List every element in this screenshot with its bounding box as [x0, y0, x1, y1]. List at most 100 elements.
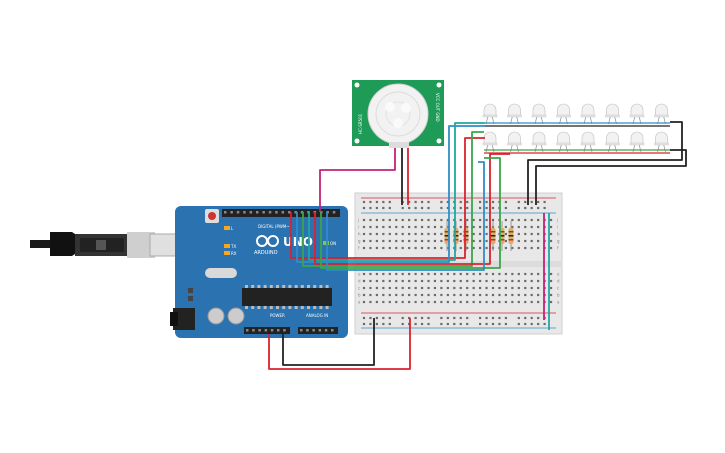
rail-hole[interactable] — [459, 316, 462, 320]
rail-hole[interactable] — [362, 316, 366, 320]
rail-hole[interactable] — [466, 206, 469, 210]
rail-hole[interactable] — [388, 206, 391, 210]
header-pin[interactable] — [306, 329, 309, 332]
rail-hole[interactable] — [466, 322, 469, 326]
header-pin[interactable] — [275, 211, 278, 214]
breadboard-hole[interactable] — [498, 300, 501, 304]
breadboard-hole[interactable] — [369, 293, 372, 297]
breadboard-hole[interactable] — [524, 300, 527, 304]
breadboard-hole[interactable] — [433, 225, 437, 229]
breadboard-hole[interactable] — [524, 246, 527, 250]
breadboard-hole[interactable] — [362, 279, 366, 283]
rail-hole[interactable] — [530, 316, 533, 320]
header-pin[interactable] — [300, 211, 304, 214]
rail-hole[interactable] — [491, 200, 495, 204]
breadboard-hole[interactable] — [511, 225, 514, 229]
rail-hole[interactable] — [446, 200, 449, 204]
breadboard-hole[interactable] — [395, 239, 398, 243]
breadboard-hole[interactable] — [414, 293, 417, 297]
rail-hole[interactable] — [479, 200, 482, 204]
breadboard-hole[interactable] — [414, 225, 417, 229]
breadboard-hole[interactable] — [369, 286, 372, 290]
header-pin[interactable] — [300, 329, 303, 332]
breadboard-hole[interactable] — [472, 293, 475, 297]
rail-hole[interactable] — [517, 316, 520, 320]
breadboard-hole[interactable] — [504, 246, 507, 250]
breadboard-hole[interactable] — [446, 218, 449, 222]
header-pin[interactable] — [312, 329, 315, 332]
breadboard-hole[interactable] — [485, 293, 488, 297]
rail-hole[interactable] — [408, 200, 411, 204]
rail-hole[interactable] — [382, 316, 385, 320]
breadboard-hole[interactable] — [433, 300, 437, 304]
breadboard-hole[interactable] — [446, 293, 449, 297]
breadboard-hole[interactable] — [511, 300, 514, 304]
breadboard-hole[interactable] — [362, 272, 366, 276]
breadboard-hole[interactable] — [511, 279, 514, 283]
rail-hole[interactable] — [524, 316, 527, 320]
breadboard-hole[interactable] — [549, 279, 553, 283]
breadboard-hole[interactable] — [504, 293, 507, 297]
rail-hole[interactable] — [388, 200, 391, 204]
breadboard-hole[interactable] — [388, 239, 391, 243]
breadboard-hole[interactable] — [530, 218, 533, 222]
breadboard-hole[interactable] — [511, 286, 514, 290]
breadboard-hole[interactable] — [382, 225, 385, 229]
breadboard-hole[interactable] — [479, 300, 482, 304]
breadboard-hole[interactable] — [395, 293, 398, 297]
rail-hole[interactable] — [498, 322, 501, 326]
rail-hole[interactable] — [369, 200, 372, 204]
rail-hole[interactable] — [485, 316, 488, 320]
breadboard-hole[interactable] — [472, 225, 475, 229]
breadboard-hole[interactable] — [479, 225, 482, 229]
breadboard-hole[interactable] — [375, 246, 378, 250]
breadboard-hole[interactable] — [440, 246, 443, 250]
rail-hole[interactable] — [491, 316, 495, 320]
header-pin[interactable] — [262, 211, 265, 214]
breadboard-hole[interactable] — [511, 293, 514, 297]
rail-hole[interactable] — [459, 200, 462, 204]
rail-hole[interactable] — [524, 206, 527, 210]
rail-hole[interactable] — [414, 322, 417, 326]
breadboard-hole[interactable] — [362, 246, 366, 250]
breadboard-hole[interactable] — [369, 232, 372, 236]
rail-hole[interactable] — [375, 316, 378, 320]
breadboard-hole[interactable] — [440, 293, 443, 297]
breadboard-hole[interactable] — [530, 272, 533, 276]
breadboard-hole[interactable] — [369, 225, 372, 229]
breadboard-hole[interactable] — [479, 232, 482, 236]
breadboard-hole[interactable] — [504, 239, 507, 243]
rail-hole[interactable] — [388, 316, 391, 320]
rail-hole[interactable] — [446, 322, 449, 326]
breadboard-hole[interactable] — [420, 218, 424, 222]
rail-hole[interactable] — [504, 316, 507, 320]
breadboard-hole[interactable] — [427, 286, 430, 290]
breadboard-hole[interactable] — [401, 232, 404, 236]
breadboard-hole[interactable] — [375, 225, 378, 229]
breadboard-hole[interactable] — [440, 225, 443, 229]
rail-hole[interactable] — [479, 322, 482, 326]
breadboard-hole[interactable] — [524, 279, 527, 283]
breadboard-hole[interactable] — [504, 232, 507, 236]
breadboard-hole[interactable] — [382, 232, 385, 236]
breadboard-hole[interactable] — [440, 232, 443, 236]
rail-hole[interactable] — [420, 200, 424, 204]
breadboard-hole[interactable] — [388, 225, 391, 229]
rail-hole[interactable] — [382, 206, 385, 210]
breadboard-hole[interactable] — [433, 286, 437, 290]
header-pin[interactable] — [230, 211, 233, 214]
breadboard-hole[interactable] — [375, 218, 378, 222]
breadboard-hole[interactable] — [401, 239, 404, 243]
breadboard-hole[interactable] — [504, 225, 507, 229]
header-pin[interactable] — [318, 329, 322, 332]
breadboard-hole[interactable] — [388, 246, 391, 250]
breadboard-hole[interactable] — [362, 232, 366, 236]
breadboard-hole[interactable] — [427, 239, 430, 243]
breadboard-hole[interactable] — [408, 246, 411, 250]
breadboard-hole[interactable] — [453, 272, 456, 276]
breadboard-hole[interactable] — [504, 300, 507, 304]
breadboard-hole[interactable] — [537, 232, 540, 236]
breadboard-hole[interactable] — [440, 218, 443, 222]
breadboard-hole[interactable] — [414, 232, 417, 236]
breadboard-hole[interactable] — [414, 246, 417, 250]
